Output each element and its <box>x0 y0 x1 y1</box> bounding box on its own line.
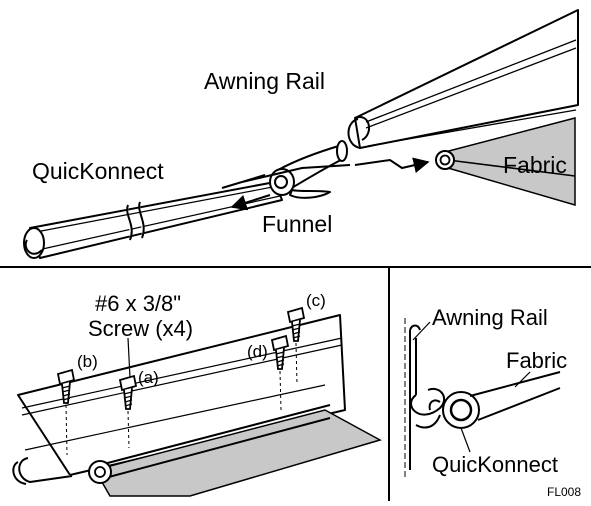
fabric-label-top: Fabric <box>503 152 567 178</box>
quickonnect-tube-top <box>23 181 283 259</box>
screw-spec-line2: Screw (x4) <box>88 316 194 341</box>
screw-spec-leader <box>127 337 131 379</box>
awning-rail-top <box>347 9 579 149</box>
awning-rail-leader <box>412 321 431 341</box>
awning-rail-bottom <box>12 314 346 485</box>
assembly-arrow-left <box>230 194 271 211</box>
screw-b <box>56 368 76 456</box>
quickonnect-leader <box>460 427 471 453</box>
fabric-roll-end-top <box>435 150 455 170</box>
awning-rail-label-top: Awning Rail <box>204 68 326 94</box>
assembly-zigzag-arrow <box>221 164 351 189</box>
fabric-label-section: Fabric <box>506 348 568 373</box>
fabric-strip-bottom <box>93 409 382 497</box>
screw-a <box>118 374 138 449</box>
awning-rail-label-section: Awning Rail <box>432 305 548 330</box>
funnel-part <box>269 140 348 199</box>
fabric-leader <box>514 371 531 388</box>
quickonnect-label-section: QuicKonnect <box>432 452 558 477</box>
screw-b-label: (b) <box>77 352 98 371</box>
screw-a-label: (a) <box>138 368 159 387</box>
figure-code: FL008 <box>547 485 582 499</box>
assembly-arrow-right <box>354 157 430 174</box>
fabric-roll-end-bottom <box>88 460 112 484</box>
screw-d-label: (d) <box>247 342 268 361</box>
screw-d <box>270 334 290 411</box>
quickonnect-label-top: QuicKonnect <box>32 158 164 184</box>
screw-c-label: (c) <box>306 291 326 310</box>
funnel-label: Funnel <box>262 211 333 237</box>
screw-c <box>286 306 306 386</box>
screw-spec-line1: #6 x 3/8" <box>95 291 182 316</box>
